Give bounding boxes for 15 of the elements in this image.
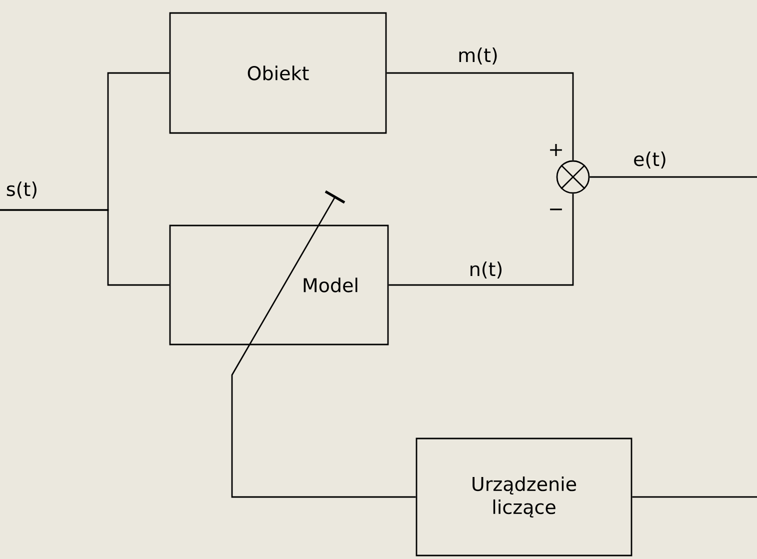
process-box: Model [169, 224, 389, 346]
signal-line [590, 176, 757, 178]
multiplier-circle [556, 160, 590, 194]
edge-label: m(t) [459, 48, 497, 64]
process-box: Obiekt [169, 12, 387, 134]
sign-label: + [550, 144, 562, 156]
edge-label: n(t) [470, 262, 502, 278]
signal-line [632, 496, 757, 498]
sign-label: − [550, 208, 562, 210]
signal-line [0, 209, 170, 286]
process-box: Urządzenie liczące [416, 438, 632, 556]
edge-label: e(t) [634, 152, 666, 168]
edge-label: s(t) [6, 182, 36, 198]
signal-line [388, 194, 574, 286]
signal-line [386, 72, 574, 160]
